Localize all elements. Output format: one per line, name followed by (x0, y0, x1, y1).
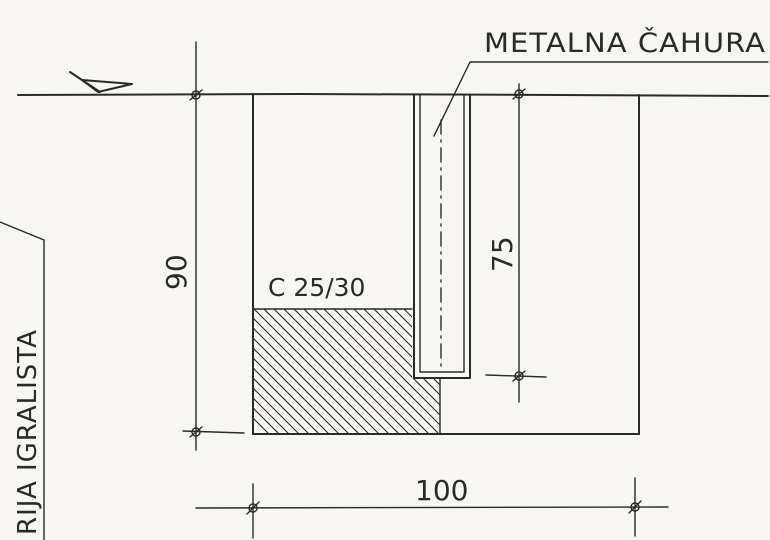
sleeve-depth-dimension-label: 75 (486, 236, 519, 272)
concrete-hatch-boundary (253, 308, 441, 435)
ground-line (17, 93, 769, 97)
side-label: RIJA IGRALISTA (13, 329, 43, 535)
foundation-block (252, 94, 640, 435)
depth-dimension-label: 90 (160, 254, 193, 290)
dimension-sleeve-depth (485, 83, 547, 403)
concrete-hatch (254, 309, 440, 434)
metal-sleeve (413, 94, 471, 379)
level-marker-icon (69, 71, 133, 93)
sleeve-label: METALNA ČAHURA (484, 27, 766, 59)
width-dimension-label: 100 (415, 474, 468, 507)
dimension-width (195, 477, 669, 539)
sleeve-leader (433, 61, 769, 137)
concrete-class-label: C 25/30 (268, 273, 365, 302)
dimension-depth (182, 41, 245, 451)
side-label-bracket (0, 221, 45, 540)
